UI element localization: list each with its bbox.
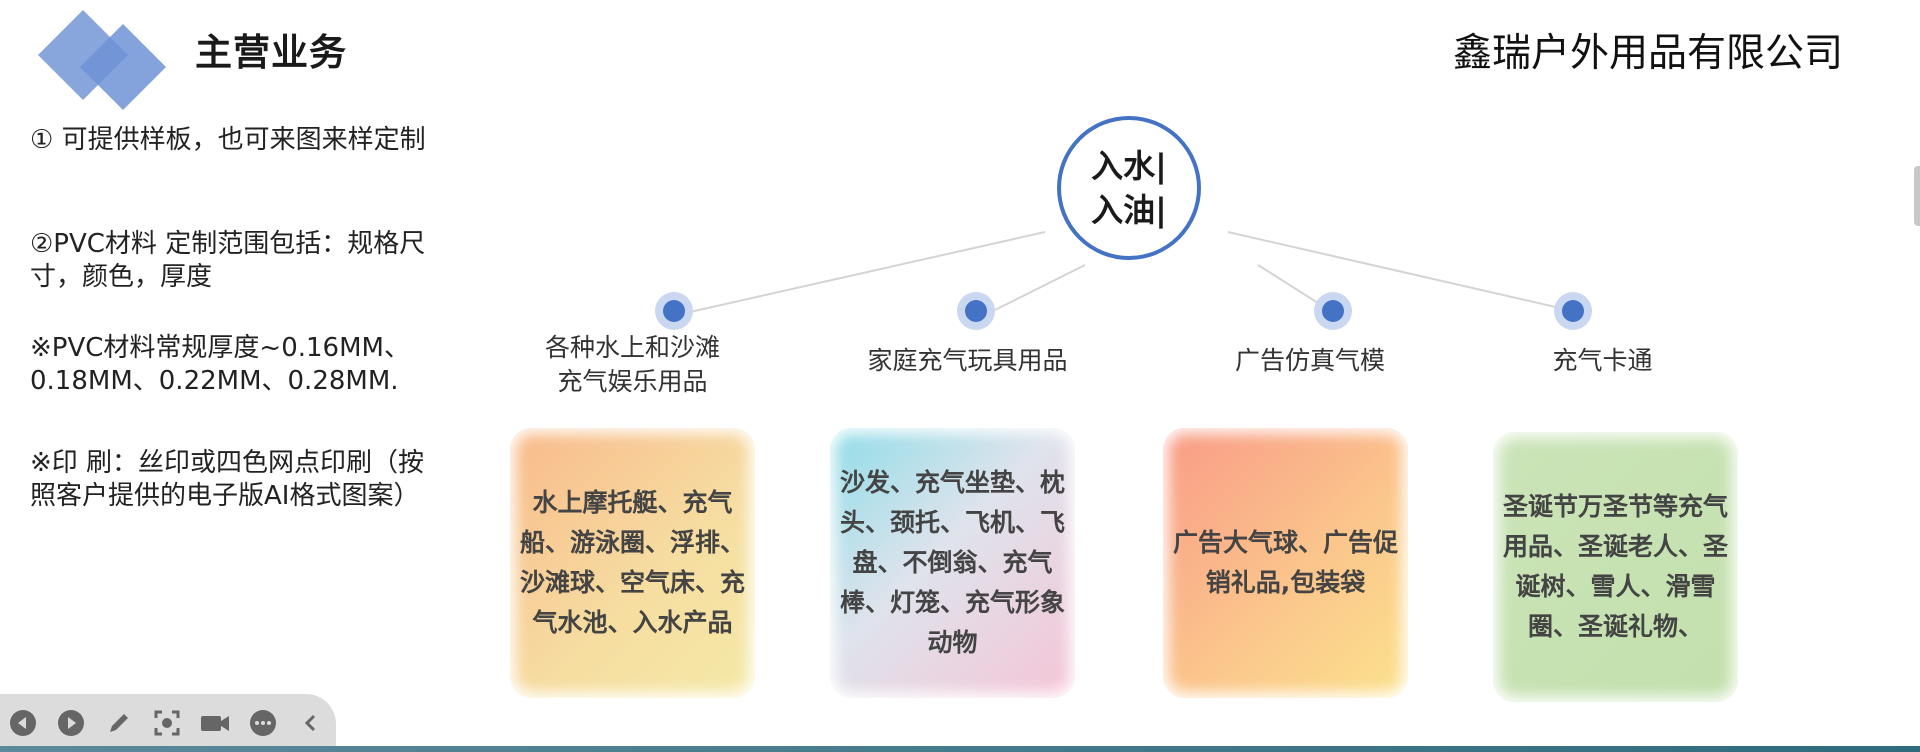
category-label-3: 广告仿真气模 [1234, 346, 1385, 375]
next-icon[interactable] [56, 708, 86, 738]
node-dot-2 [957, 292, 995, 330]
node-dot-1 [655, 292, 693, 330]
node-dot-3 [1314, 292, 1352, 330]
prev-icon[interactable] [8, 708, 38, 738]
camera-icon[interactable] [200, 708, 230, 738]
hub-circle: 入水| 入油| [1057, 116, 1201, 260]
collapse-icon[interactable] [296, 708, 326, 738]
info-customization: ②PVC材料 定制范围包括：规格尺寸，颜色，厚度 [30, 229, 426, 292]
category-desc-2: 沙发、充气坐垫、枕头、颈托、飞机、飞盘、不倒翁、充气棒、灯笼、充气形象动物 [839, 468, 1065, 657]
category-card-2: 沙发、充气坐垫、枕头、颈托、飞机、飞盘、不倒翁、充气棒、灯笼、充气形象动物 [830, 428, 1075, 698]
pen-icon[interactable] [104, 708, 134, 738]
edge-tab[interactable] [1914, 166, 1920, 226]
category-label-1: 各种水上和沙滩充气娱乐用品 [544, 333, 720, 396]
category-desc-1: 水上摩托艇、充气船、游泳圈、浮排、沙滩球、空气床、充气水池、入水产品 [519, 488, 745, 637]
hub-line-1: 入水| [1091, 147, 1167, 185]
node-dot-4 [1554, 292, 1592, 330]
bottom-bar [0, 746, 1920, 752]
info-thickness: ※PVC材料常规厚度~0.16MM、0.18MM、0.22MM、0.28MM. [30, 333, 410, 396]
logo-diamonds [38, 10, 166, 110]
category-card-1: 水上摩托艇、充气船、游泳圈、浮排、沙滩球、空气床、充气水池、入水产品 [510, 428, 755, 698]
more-icon[interactable] [248, 708, 278, 738]
presentation-controls [0, 694, 336, 752]
page-title: 主营业务 [195, 31, 347, 74]
category-card-3: 广告大气球、广告促销礼品,包装袋 [1163, 428, 1408, 698]
category-label-4: 充气卡通 [1552, 346, 1653, 375]
info-printing: ※印 刷：丝印或四色网点印刷（按照客户提供的电子版AI格式图案） [30, 448, 425, 511]
category-desc-4: 圣诞节万圣节等充气用品、圣诞老人、圣诞树、雪人、滑雪圈、圣诞礼物、 [1502, 492, 1728, 641]
company-name: 鑫瑞户外用品有限公司 [1453, 31, 1844, 76]
category-desc-3: 广告大气球、广告促销礼品,包装袋 [1172, 528, 1398, 597]
category-label-2: 家庭充气玩具用品 [867, 346, 1068, 375]
hub-line-2: 入油| [1091, 191, 1167, 229]
info-sample: ① 可提供样板，也可来图来样定制 [30, 125, 426, 155]
screenshot-icon[interactable] [152, 708, 182, 738]
category-card-4: 圣诞节万圣节等充气用品、圣诞老人、圣诞树、雪人、滑雪圈、圣诞礼物、 [1493, 432, 1738, 702]
